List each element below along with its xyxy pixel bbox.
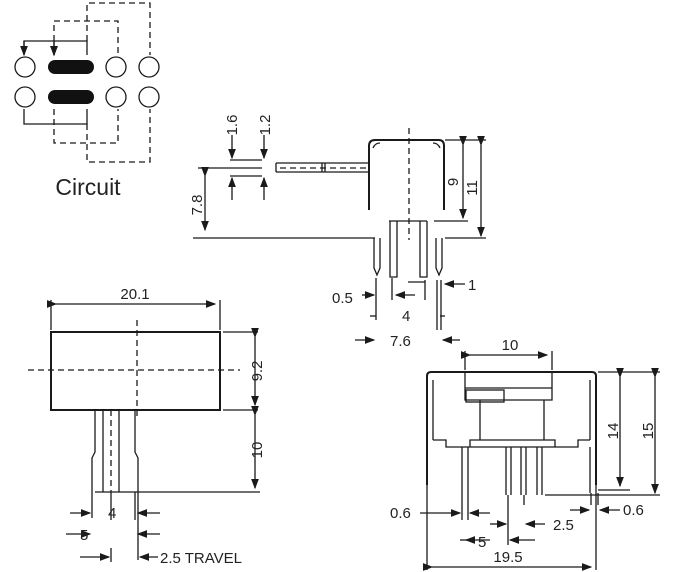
contact-circle xyxy=(105,86,127,108)
dim-1-6: 1.6 xyxy=(224,115,241,136)
dim-1-2: 1.2 xyxy=(257,115,274,136)
dim-15: 15 xyxy=(640,423,657,440)
dim-travel: 2.5 TRAVEL xyxy=(160,550,242,567)
bottom-view: 10 14 15 0.6 0.6 2.5 5 19.5 xyxy=(390,337,660,571)
front-view: 20.1 9.2 10 4 5 2.5 TRAVEL xyxy=(28,286,266,567)
dim-7-8: 7.8 xyxy=(189,195,206,216)
dim-1: 1 xyxy=(468,277,476,294)
dim-5: 5 xyxy=(80,527,88,544)
dim-11: 11 xyxy=(464,180,481,196)
dim-10: 10 xyxy=(502,337,519,354)
dim-10: 10 xyxy=(249,442,266,459)
dim-20-1: 20.1 xyxy=(120,286,149,303)
dim-14: 14 xyxy=(605,423,622,440)
actuator xyxy=(465,389,505,403)
contact-circle xyxy=(105,56,127,78)
circuit-label: Circuit xyxy=(55,174,121,200)
switch-body xyxy=(50,331,221,411)
slider-contact xyxy=(48,60,94,74)
contact-circle xyxy=(138,86,160,108)
contact-circle xyxy=(138,56,160,78)
contact-circle xyxy=(14,56,36,78)
dim-4: 4 xyxy=(108,505,116,522)
circuit-diagram: Circuit xyxy=(14,2,160,200)
dim-4: 4 xyxy=(402,308,410,325)
dim-9: 9 xyxy=(445,178,462,186)
dim-7-6: 7.6 xyxy=(390,333,411,350)
dim-19-5: 19.5 xyxy=(493,549,522,566)
dim-2-5: 2.5 xyxy=(553,517,574,534)
dim-5: 5 xyxy=(478,534,486,551)
dim-0-6-left: 0.6 xyxy=(390,505,411,522)
contact-circle xyxy=(14,86,36,108)
side-view: 1.6 1.2 7.8 9 11 1 0.5 4 7.6 xyxy=(189,115,486,350)
dim-0-5: 0.5 xyxy=(332,290,353,307)
slider-contact xyxy=(48,90,94,104)
dim-9-2: 9.2 xyxy=(249,361,266,382)
dim-0-6-right: 0.6 xyxy=(623,502,644,519)
